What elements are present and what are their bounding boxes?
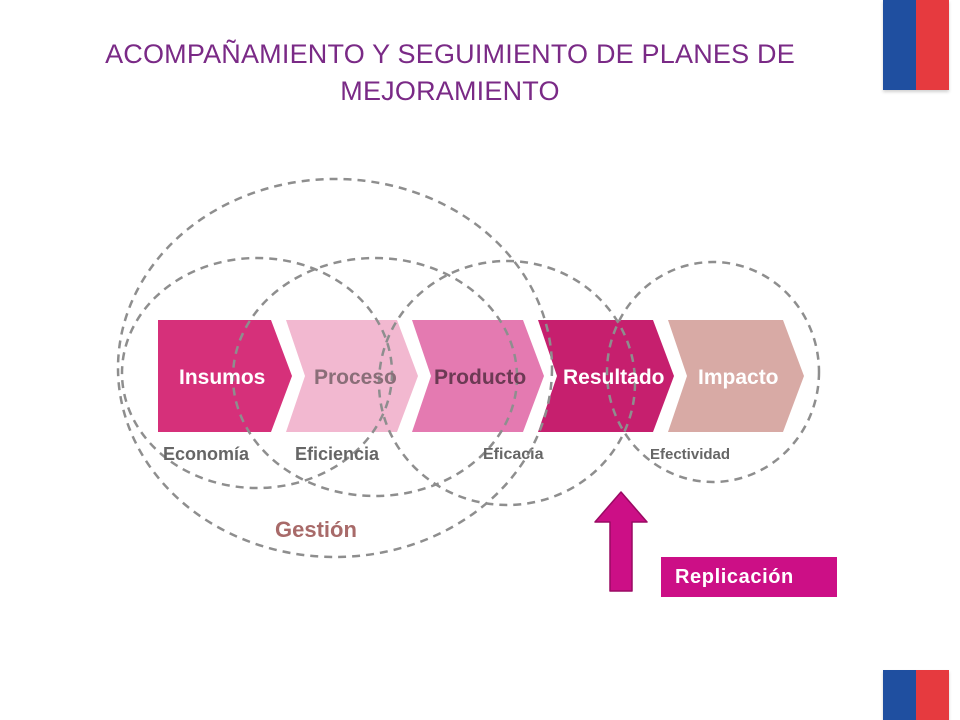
page-title: ACOMPAÑAMIENTO Y SEGUIMIENTO DE PLANES D… xyxy=(30,36,870,110)
label-producto: Producto xyxy=(434,366,526,389)
circle-economia xyxy=(120,256,394,490)
label-insumos: Insumos xyxy=(179,366,265,389)
circle-efectividad xyxy=(605,260,821,484)
circle-gestion xyxy=(116,177,554,559)
label-eficacia: Eficacia xyxy=(483,446,544,463)
flag-red-band xyxy=(916,0,949,90)
corner-flag-bottom xyxy=(883,670,949,720)
label-eficiencia: Eficiencia xyxy=(295,444,380,464)
title-line-1: ACOMPAÑAMIENTO Y SEGUIMIENTO DE PLANES D… xyxy=(105,39,795,69)
step-proceso xyxy=(286,320,418,432)
step-impacto xyxy=(668,320,804,432)
step-labels: Insumos Proceso Producto Resultado Impac… xyxy=(179,366,779,389)
label-economia: Economía xyxy=(163,444,250,464)
step-insumos xyxy=(158,320,292,432)
flag-blue-band xyxy=(883,0,916,90)
corner-flag-top xyxy=(883,0,949,90)
step-producto xyxy=(412,320,544,432)
label-proceso: Proceso xyxy=(314,366,397,389)
measure-labels: Economía Eficiencia Eficacia Efectividad… xyxy=(163,444,730,542)
label-gestion: Gestión xyxy=(275,517,357,542)
label-impacto: Impacto xyxy=(698,366,779,389)
up-arrow-icon xyxy=(594,491,648,592)
title-line-2: MEJORAMIENTO xyxy=(340,76,560,106)
label-efectividad: Efectividad xyxy=(650,446,730,463)
replicacion-label: Replicación xyxy=(661,557,837,597)
step-chevrons xyxy=(158,320,804,432)
label-resultado: Resultado xyxy=(563,366,665,389)
flag-red-band xyxy=(916,670,949,720)
scope-circles xyxy=(116,177,821,559)
circle-eficacia xyxy=(377,259,637,507)
step-resultado xyxy=(538,320,674,432)
circle-eficiencia xyxy=(231,256,519,498)
flag-blue-band xyxy=(883,670,916,720)
up-arrow-shape xyxy=(594,491,648,592)
